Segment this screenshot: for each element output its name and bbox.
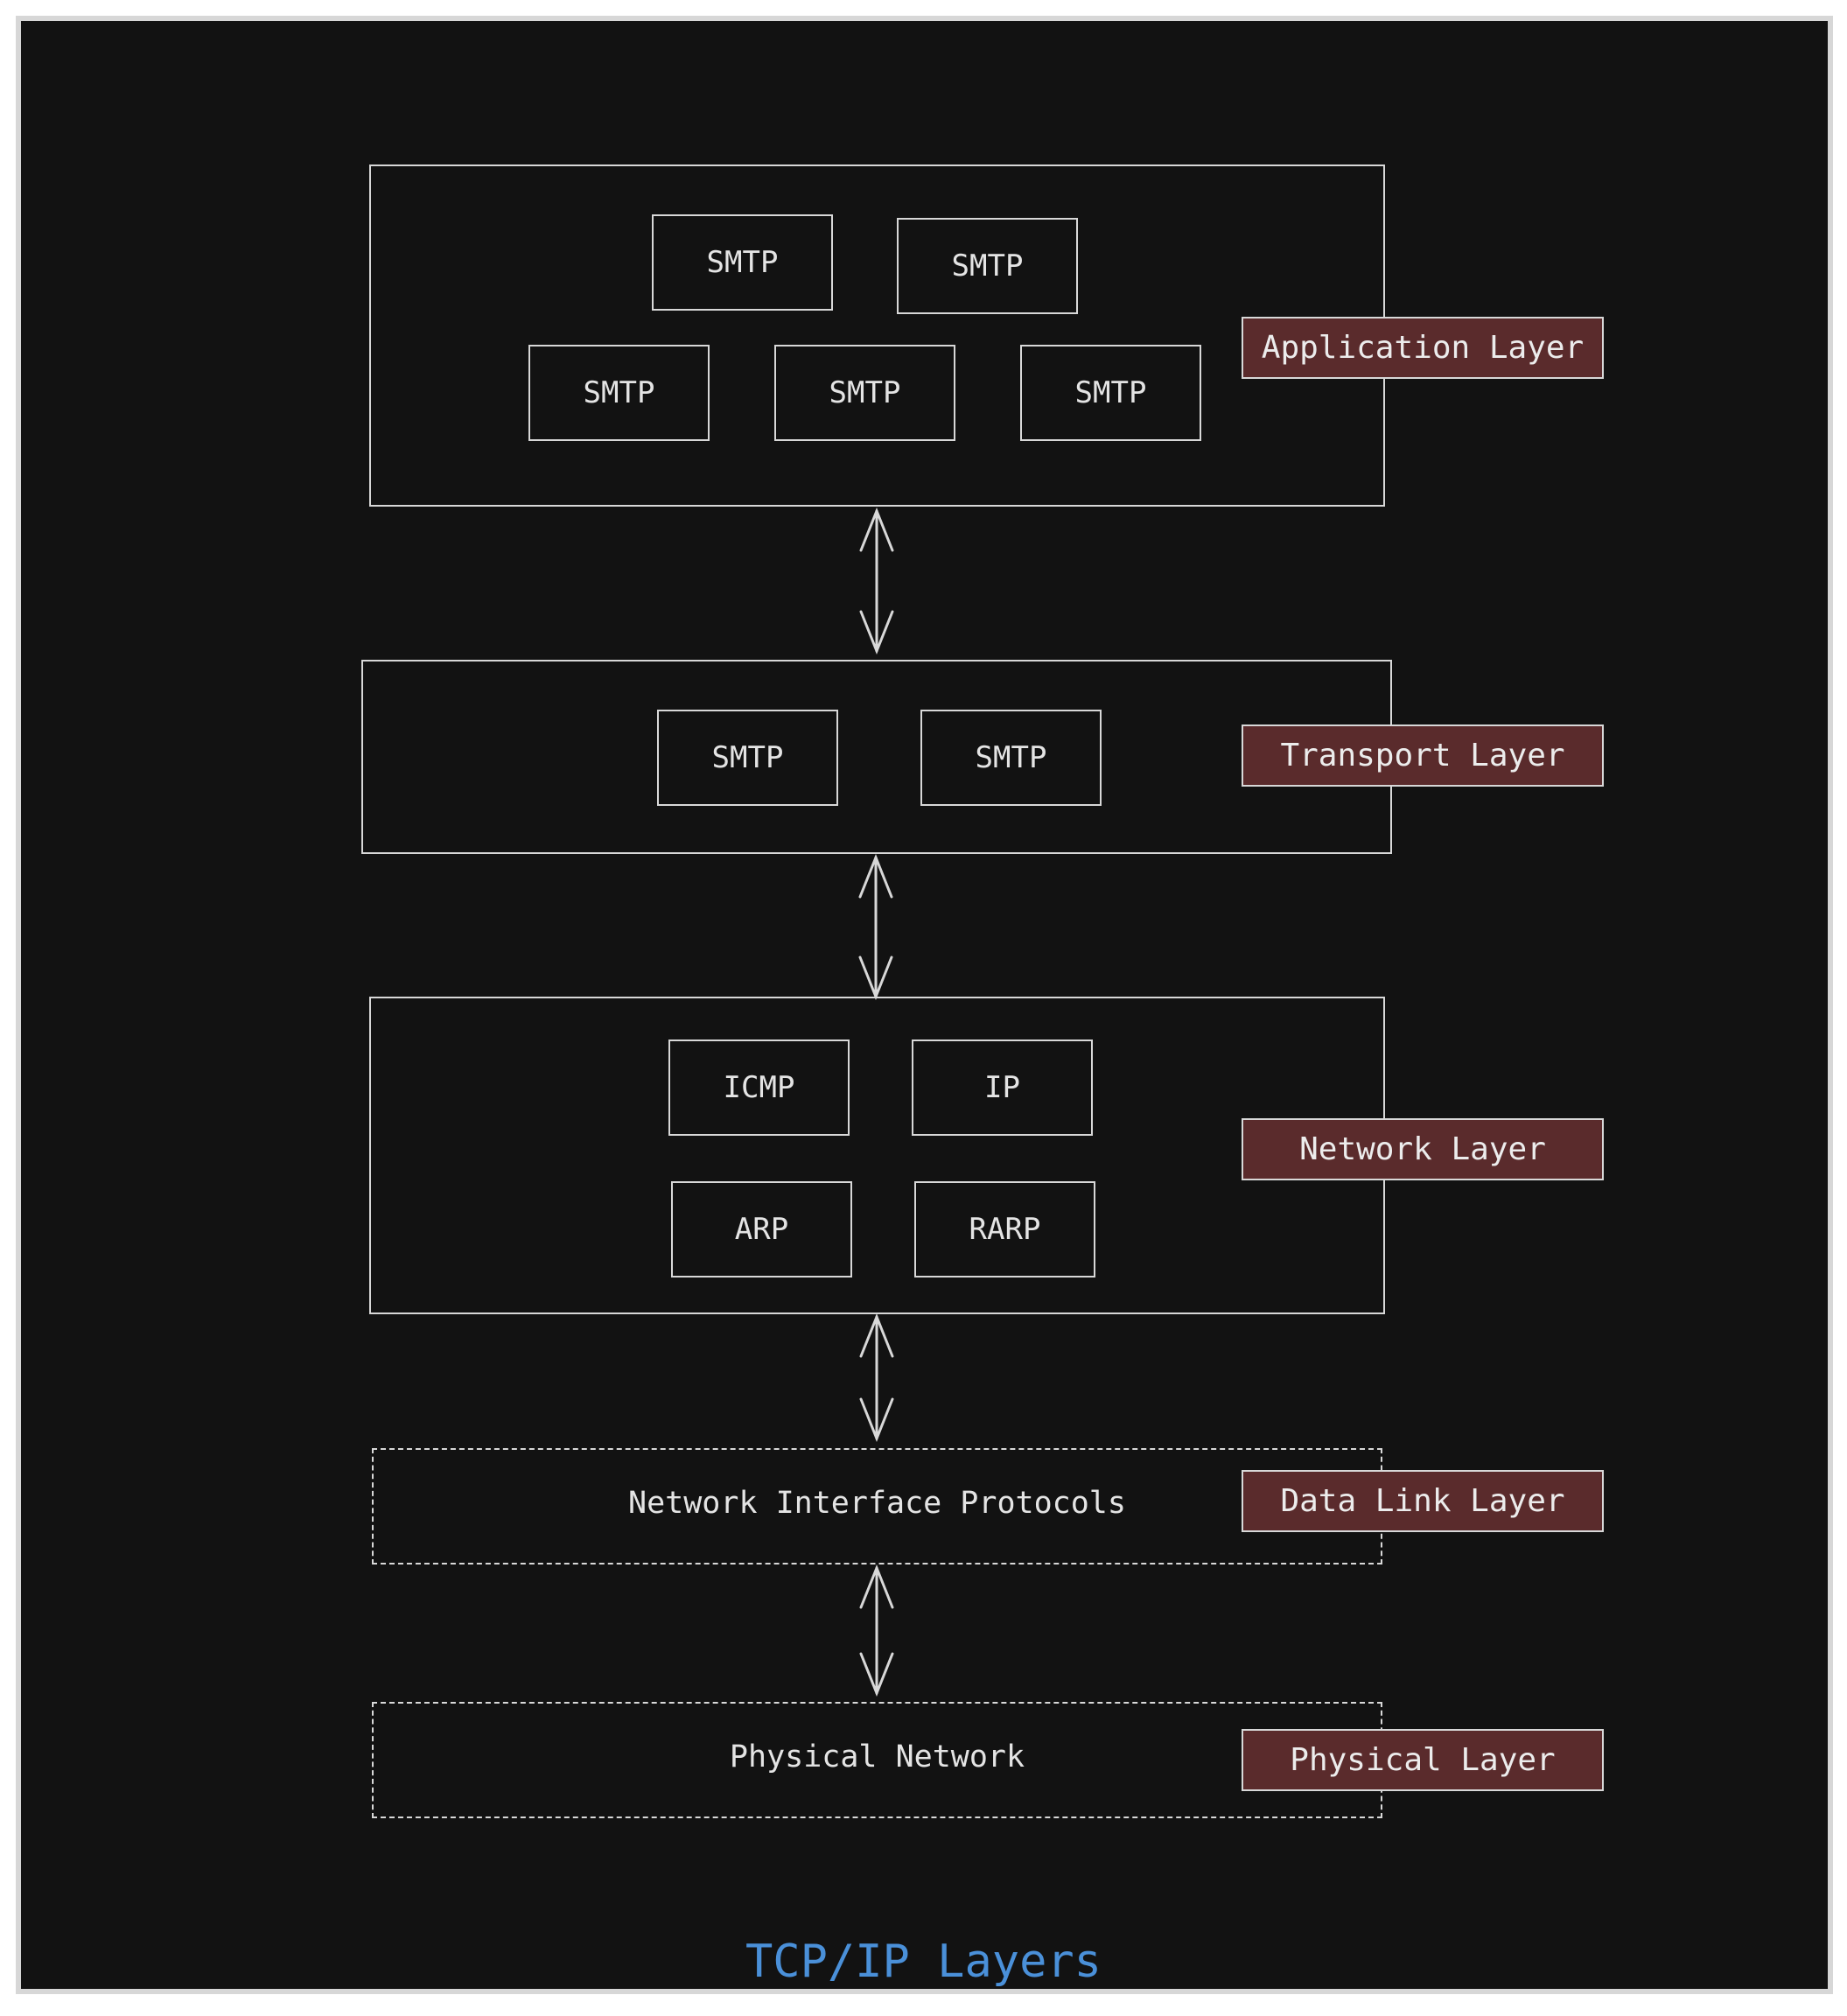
transport-protocol-box: SMTP (657, 710, 838, 806)
application-protocol-box: SMTP (652, 214, 833, 311)
physical-layer-tag: Physical Layer (1242, 1729, 1604, 1791)
arrow-transport-network (858, 853, 893, 1001)
arrow-datalink-physical (859, 1564, 894, 1698)
arrow-application-transport (859, 507, 894, 655)
network-interface-protocols-label: Network Interface Protocols (628, 1486, 1126, 1521)
application-protocol-box: SMTP (1020, 345, 1201, 441)
network-layer-tag: Network Layer (1242, 1118, 1604, 1180)
application-protocol-box: SMTP (897, 218, 1078, 314)
network-protocol-box: RARP (914, 1181, 1095, 1278)
application-layer-tag: Application Layer (1242, 317, 1604, 379)
network-protocol-box: ARP (671, 1181, 852, 1278)
data-link-layer-tag: Data Link Layer (1242, 1470, 1604, 1532)
arrow-network-datalink (859, 1312, 894, 1443)
transport-layer-tag: Transport Layer (1242, 724, 1604, 787)
network-protocol-box: IP (912, 1040, 1093, 1136)
application-protocol-box: SMTP (774, 345, 955, 441)
network-protocol-box: ICMP (668, 1040, 850, 1136)
diagram-title: TCP/IP Layers (745, 1936, 1102, 1988)
physical-network-label: Physical Network (729, 1740, 1025, 1774)
transport-protocol-box: SMTP (920, 710, 1102, 806)
application-protocol-box: SMTP (528, 345, 710, 441)
